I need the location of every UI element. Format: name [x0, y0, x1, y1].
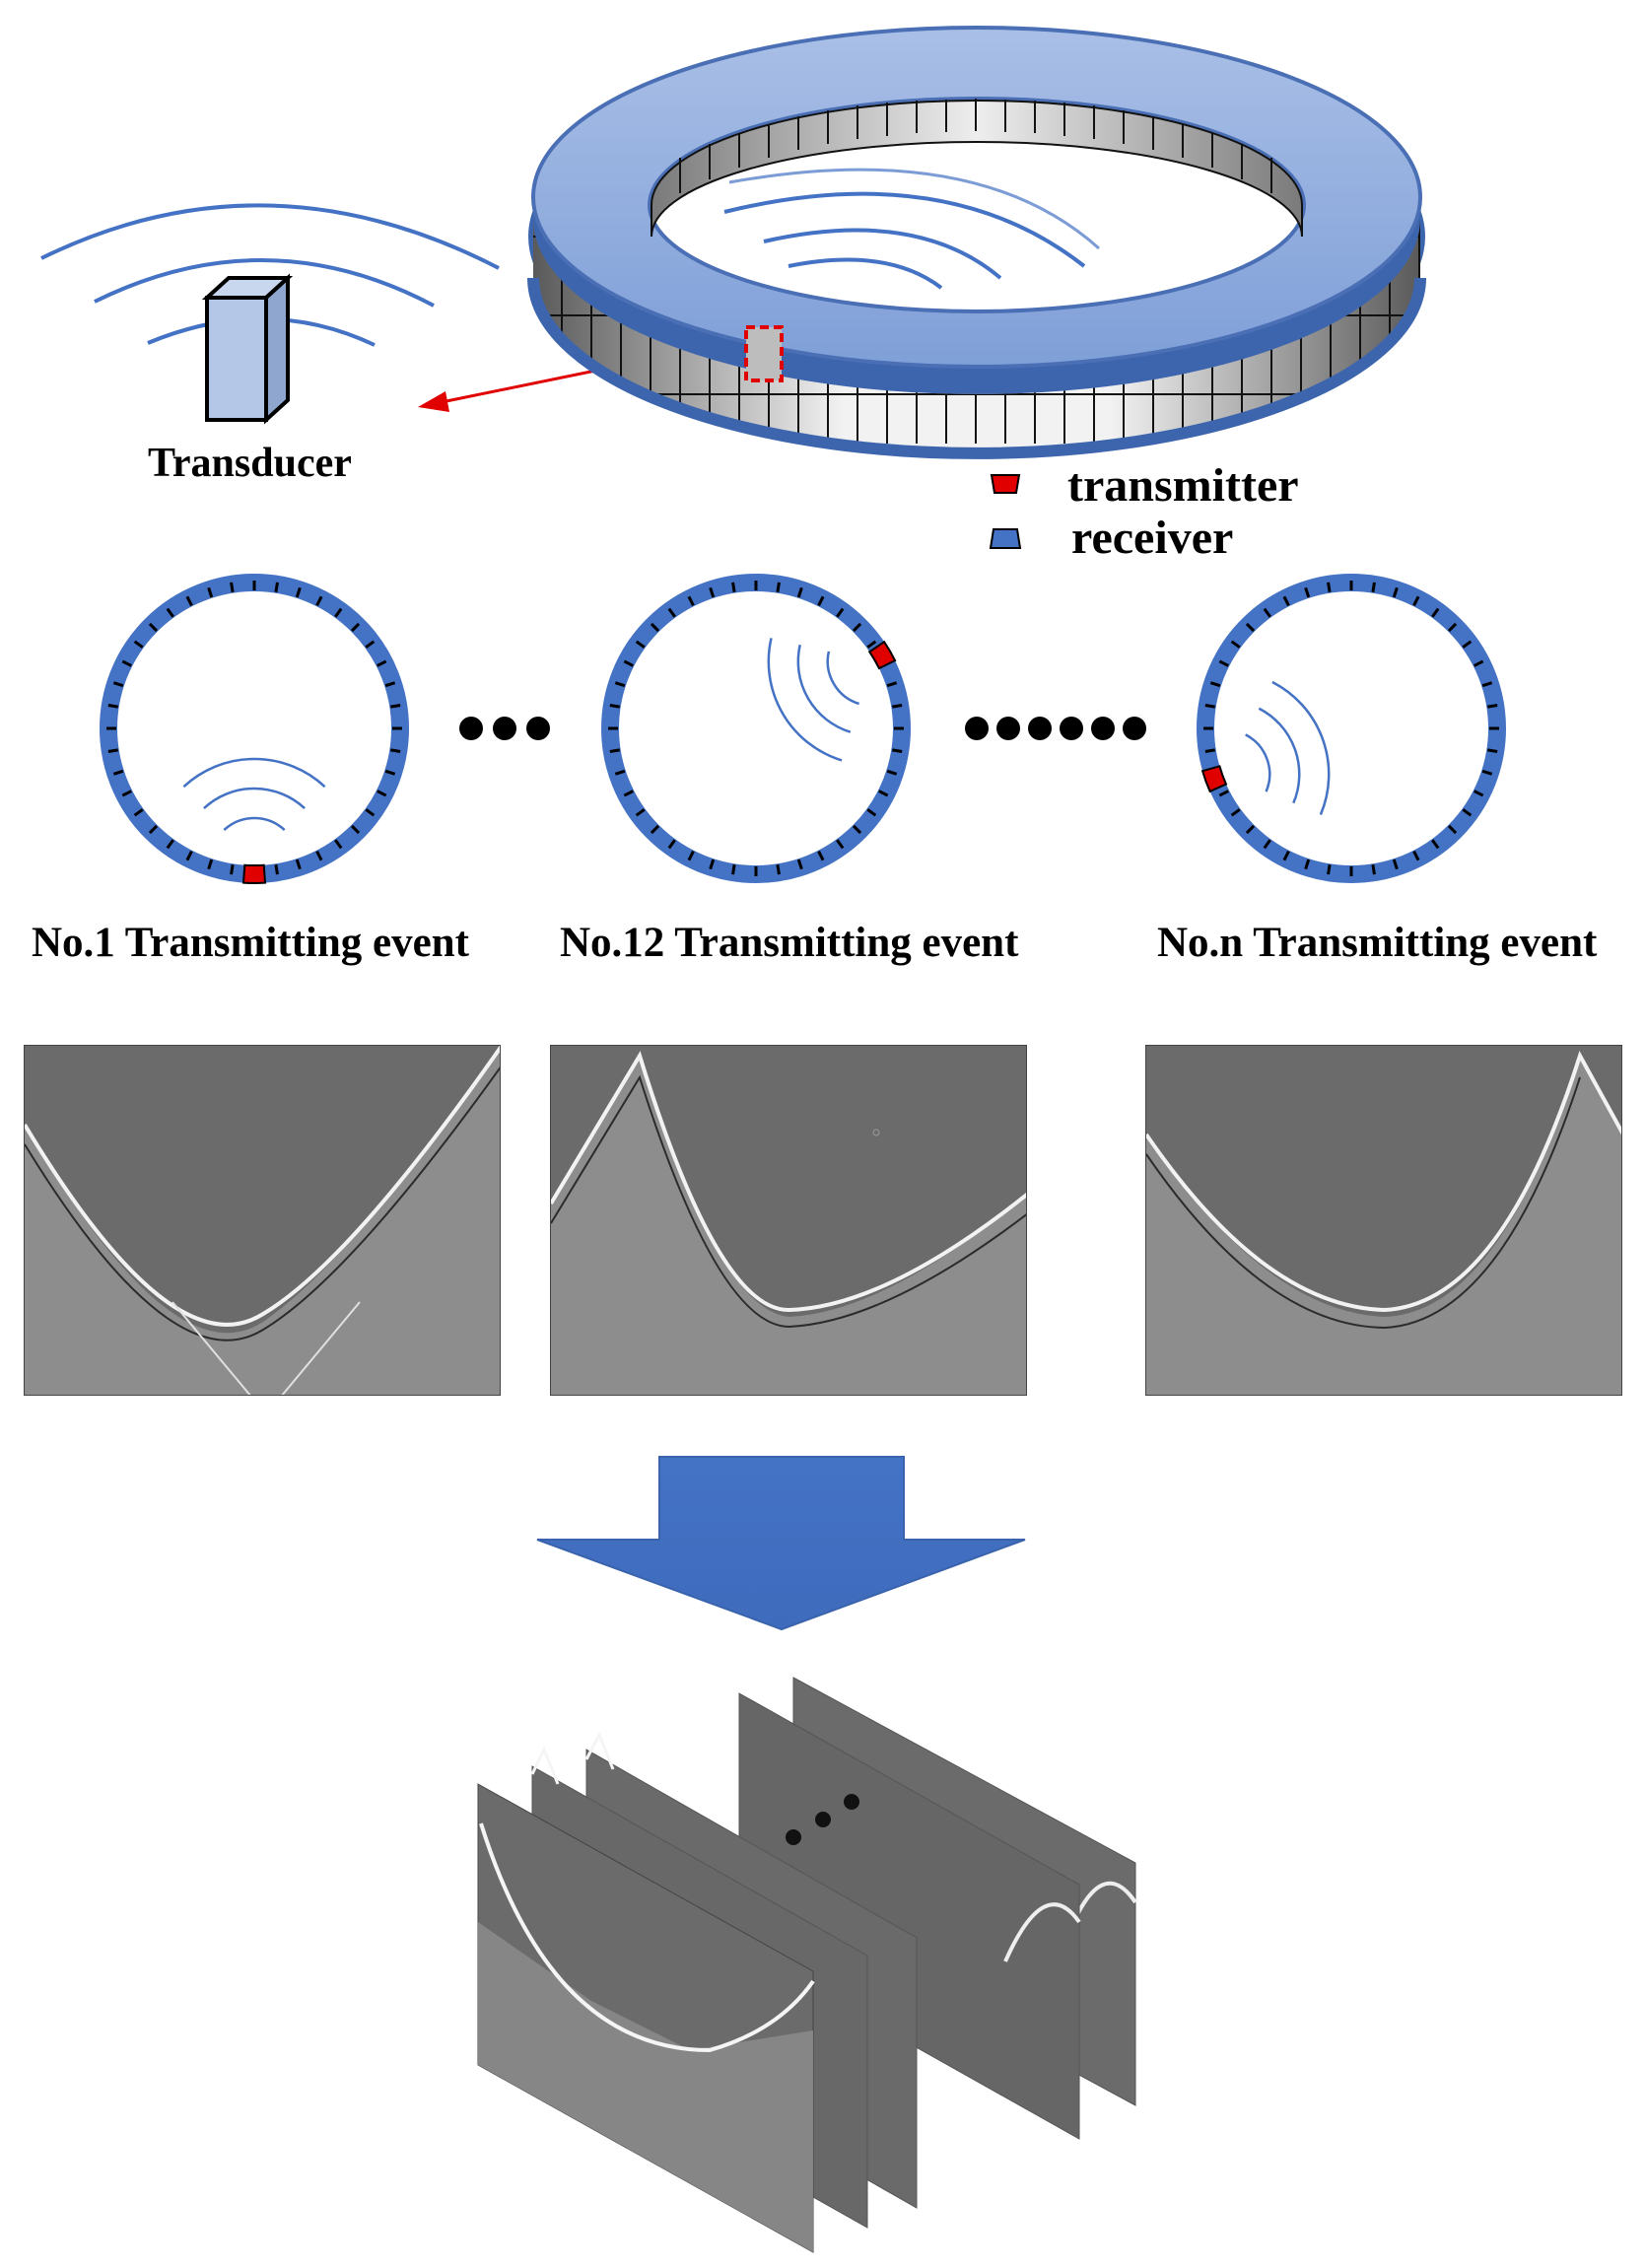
wavefield-panel-1 — [24, 1045, 501, 1396]
transmitter-element — [241, 863, 267, 884]
receiver-legend-icon — [989, 528, 1022, 549]
wavefield-panel-n — [1145, 1045, 1622, 1396]
transducer-icon — [40, 203, 500, 425]
ellipsis-icon — [965, 717, 1146, 740]
receiver-legend-label: receiver — [1071, 512, 1234, 564]
down-arrow-icon — [536, 1456, 1026, 1631]
wavefront-arc — [223, 816, 286, 832]
transmitter-element — [1200, 765, 1228, 793]
wavefront-arc — [1258, 707, 1301, 804]
wavefront-arc — [767, 638, 843, 762]
ring-event-2 — [601, 574, 911, 883]
ring-event-3 — [1197, 574, 1506, 883]
wavefront-arc — [182, 757, 326, 789]
transducer-label: Transducer — [148, 441, 352, 486]
wavefield-panel-12 — [550, 1045, 1027, 1396]
wavefront-arc — [1245, 733, 1271, 792]
legend — [989, 474, 1022, 549]
ellipsis-icon — [459, 717, 550, 740]
transmitting-events-row — [100, 574, 1506, 884]
event-label-1: No.1 Transmitting event — [32, 920, 469, 966]
wavefront-arc — [796, 644, 852, 733]
event-label-n: No.n Transmitting event — [1157, 920, 1598, 966]
ring-array-icon — [527, 26, 1426, 459]
transmitter-legend-label: transmitter — [1067, 459, 1299, 512]
transmitter-legend-icon — [990, 474, 1021, 494]
wavefront-arc — [203, 787, 306, 810]
ring-event-1 — [100, 574, 409, 884]
ellipsis-icon — [786, 1829, 801, 1845]
transmitter-element — [867, 640, 897, 670]
event-label-12: No.12 Transmitting event — [560, 920, 1019, 966]
wavefront-arc — [826, 651, 859, 706]
stacked-data-volume — [477, 1677, 1137, 2253]
wavefront-arc — [1271, 680, 1331, 815]
